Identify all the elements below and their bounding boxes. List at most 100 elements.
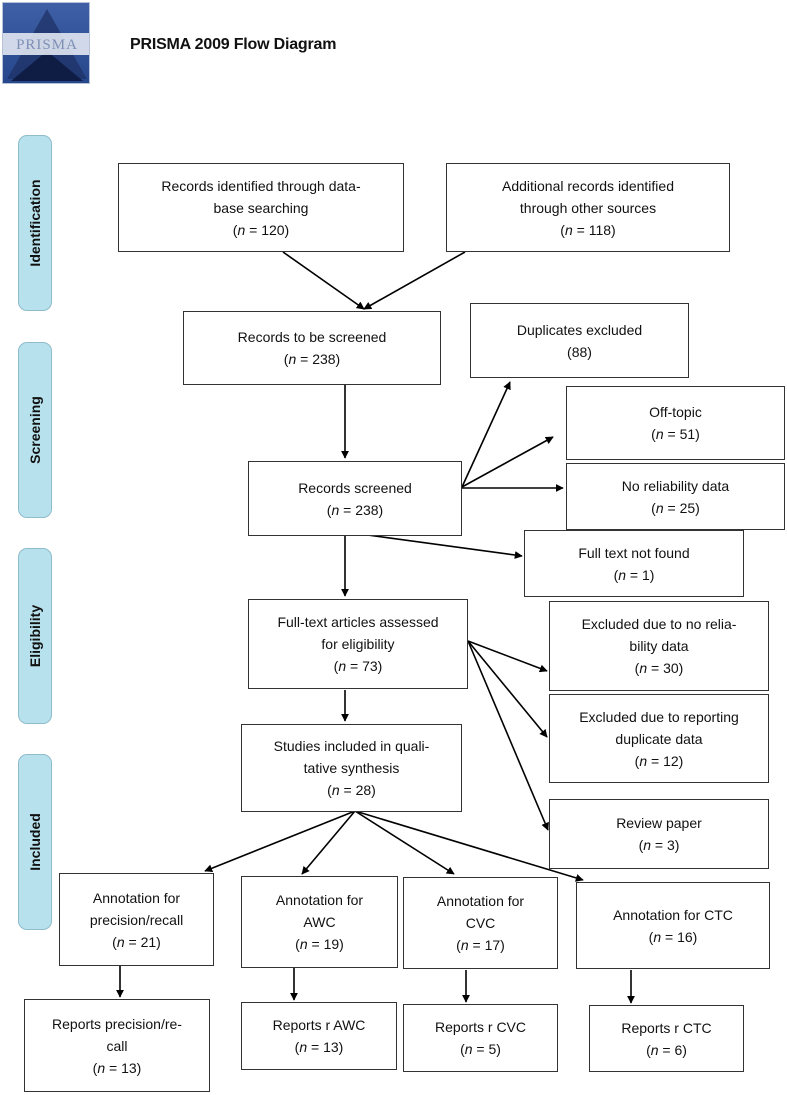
prisma-logo: PRISMA <box>2 2 90 84</box>
prisma-logo-graphic: PRISMA <box>3 9 89 81</box>
box-excluded-duplicate-data: Excluded due to reporting duplicate data… <box>549 694 769 783</box>
n-symbol: n <box>655 499 664 516</box>
arrow-to-not-found <box>359 533 523 559</box>
box-label: Annotation for AWC <box>275 892 364 930</box>
box-count: (n = 1) <box>613 566 655 583</box>
box-records-to-screen: Records to be screened (n = 238) <box>183 311 441 385</box>
box-label: Additional records identified through ot… <box>502 177 674 216</box>
box-count: (n = 13) <box>294 1039 344 1055</box>
box-count: (n = 19) <box>295 936 344 952</box>
n-symbol: n <box>299 1039 308 1055</box>
box-count: (n = 118) <box>560 221 616 238</box>
stage-eligibility: Eligibility <box>18 548 52 724</box>
n-symbol: n <box>653 928 662 945</box>
box-count: (n = 3) <box>638 837 680 853</box>
box-annotation-cvc: Annotation for CVC (n = 17) <box>403 877 558 969</box>
box-full-text-not-found: Full text not found (n = 1) <box>524 530 744 597</box>
arrow-to-ann-pr <box>204 810 356 873</box>
n-symbol: n <box>331 501 340 518</box>
box-count: (n = 6) <box>646 1041 687 1058</box>
box-label: Full text not found <box>578 544 690 561</box>
box-label: Reports r CVC <box>434 1019 527 1035</box>
box-label: Duplicates excluded <box>516 321 643 338</box>
box-count: (n = 238) <box>283 351 341 367</box>
box-count: (n = 12) <box>634 752 684 769</box>
box-count: (n = 120) <box>232 221 290 238</box>
box-count: (n = 25) <box>651 499 700 516</box>
box-count: (n = 17) <box>456 937 505 953</box>
box-label: Full-text articles assessed for eligibil… <box>277 614 439 652</box>
box-label: Excluded due to reporting duplicate data <box>579 708 739 747</box>
box-annotation-ctc: Annotation for CTC (n = 16) <box>576 882 770 969</box>
n-symbol: n <box>460 937 469 953</box>
box-off-topic: Off-topic (n = 51) <box>566 386 785 460</box>
box-label: Records identified through data- base se… <box>161 177 361 216</box>
box-count: (n = 16) <box>648 928 698 945</box>
box-label: Annotation for CTC <box>613 906 733 923</box>
box-count: (n = 13) <box>92 1059 142 1076</box>
box-label: Records to be screened <box>237 329 387 345</box>
svg-text:PRISMA: PRISMA <box>16 37 78 53</box>
page-title: PRISMA 2009 Flow Diagram <box>130 36 337 53</box>
box-reports-precision-recall: Reports precision/re- call (n = 13) <box>24 999 210 1092</box>
arrow-to-ann-ctc <box>354 810 584 882</box>
arrow-other-to-screen <box>363 251 466 310</box>
box-label: Studies included in quali- tative synthe… <box>273 738 430 776</box>
arrow-to-ann-cvc <box>354 810 455 875</box>
n-symbol: n <box>299 936 308 952</box>
box-no-reliability-data: No reliability data (n = 25) <box>566 463 785 530</box>
box-excluded-no-reliability: Excluded due to no relia- bility data (n… <box>549 601 769 691</box>
box-annotation-precision-recall: Annotation for precision/recall (n = 21) <box>59 873 214 966</box>
stage-included: Included <box>18 754 52 930</box>
stage-screening: Screening <box>18 342 52 518</box>
box-label: Records screened <box>298 479 412 496</box>
n-symbol: n <box>116 933 125 950</box>
arrow-to-excl-noreliab <box>467 640 548 673</box>
box-label: Review paper <box>616 815 702 831</box>
box-other-sources: Additional records identified through ot… <box>446 163 730 252</box>
arrow-to-offtopic <box>461 436 554 488</box>
box-label: Annotation for CVC <box>436 893 525 931</box>
box-count: (n = 51) <box>651 426 700 442</box>
box-label: Excluded due to no relia- bility data <box>581 616 737 654</box>
n-symbol: n <box>618 566 627 583</box>
n-symbol: n <box>288 351 297 367</box>
n-symbol: n <box>639 752 648 769</box>
arrow-to-duplicates <box>461 381 511 488</box>
box-count: (88) <box>567 343 592 360</box>
n-symbol: n <box>564 221 573 238</box>
n-symbol: n <box>338 658 347 674</box>
n-symbol: n <box>97 1059 106 1076</box>
box-label: Reports r AWC <box>272 1017 366 1033</box>
n-symbol: n <box>650 1041 659 1058</box>
n-symbol: n <box>655 426 664 442</box>
arrow-database-to-screen <box>282 251 365 310</box>
box-count: (n = 21) <box>112 933 161 950</box>
box-count: (n = 73) <box>333 658 383 674</box>
box-label: Annotation for precision/recall <box>89 889 184 928</box>
box-count: (n = 28) <box>327 782 376 798</box>
stage-identification: Identification <box>18 135 52 311</box>
box-database-records: Records identified through data- base se… <box>118 163 404 252</box>
box-review-paper: Review paper (n = 3) <box>549 799 769 869</box>
box-count: (n = 238) <box>326 501 384 518</box>
box-reports-cvc: Reports r CVC (n = 5) <box>403 1004 558 1072</box>
arrow-to-excl-duplicate <box>467 640 548 738</box>
box-label: Reports r CTC <box>621 1019 712 1036</box>
n-symbol: n <box>331 782 340 798</box>
box-studies-included: Studies included in quali- tative synthe… <box>241 724 462 812</box>
box-records-screened: Records screened (n = 238) <box>248 461 462 536</box>
box-label: No reliability data <box>621 477 730 494</box>
arrow-to-review <box>467 640 549 831</box>
box-label: Off-topic <box>649 404 702 420</box>
n-symbol: n <box>643 837 652 853</box>
box-count: (n = 5) <box>460 1041 501 1057</box>
box-fulltext-assessed: Full-text articles assessed for eligibil… <box>248 599 468 689</box>
n-symbol: n <box>464 1041 473 1057</box>
n-symbol: n <box>237 221 246 238</box>
box-annotation-awc: Annotation for AWC (n = 19) <box>241 876 398 968</box>
n-symbol: n <box>639 660 648 676</box>
box-reports-ctc: Reports r CTC (n = 6) <box>589 1005 744 1072</box>
